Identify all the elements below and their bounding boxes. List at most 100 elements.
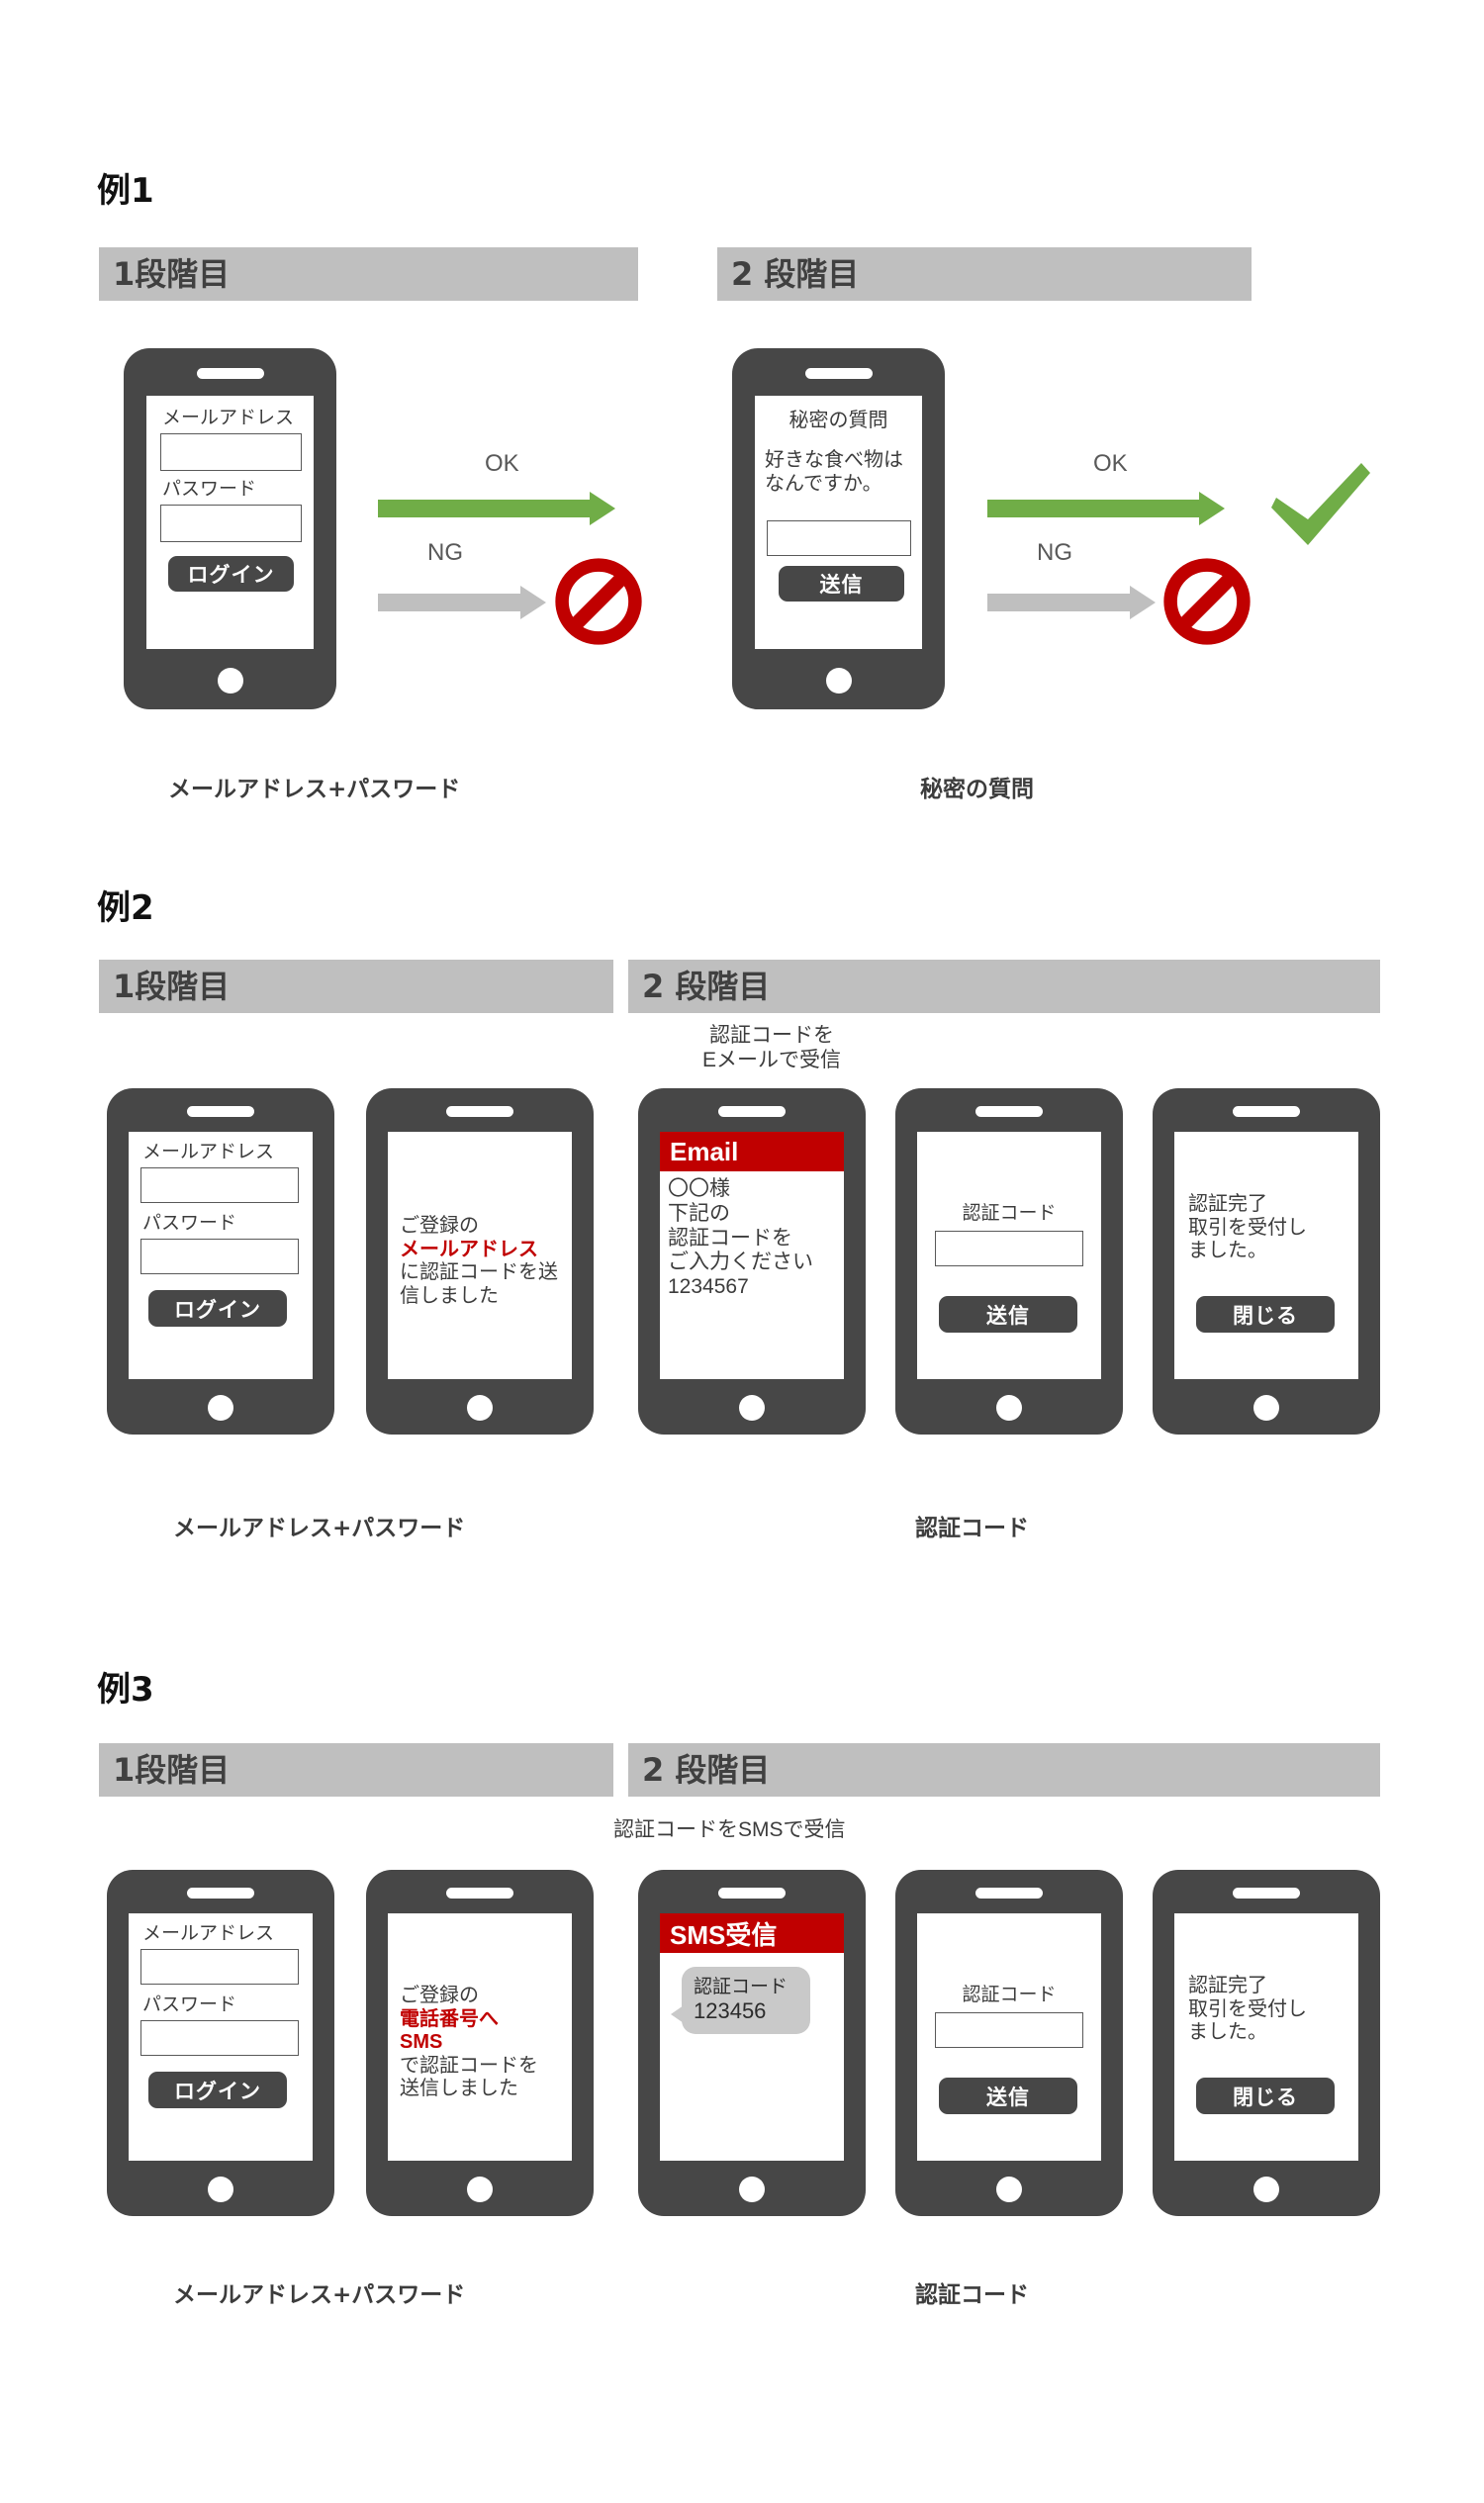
ex2-notice-screen: ご登録の メールアドレス に認証コードを送 信しました	[388, 1132, 572, 1379]
home-button-icon[interactable]	[1253, 2177, 1279, 2202]
sms-header-bar: SMS受信	[660, 1913, 844, 1953]
home-button-icon[interactable]	[996, 2177, 1022, 2202]
ex2-login-screen: メールアドレス パスワード ログイン	[129, 1132, 313, 1379]
speaker-icon	[446, 1106, 513, 1117]
ex3-code-phone: 認証コード 送信	[895, 1870, 1123, 2216]
ex2-code-phone: 認証コード 送信	[895, 1088, 1123, 1435]
ex3-code-screen: 認証コード 送信	[917, 1913, 1101, 2161]
home-button-icon[interactable]	[739, 2177, 765, 2202]
ex1-stage1-bar-label: 1段階目	[113, 255, 231, 293]
home-button-icon[interactable]	[467, 2177, 493, 2202]
arrow-head-icon	[590, 492, 615, 525]
speaker-icon	[975, 1106, 1043, 1117]
ex3-done-screen: 認証完了 取引を受付し ました。 閉じる	[1174, 1913, 1358, 2161]
ex2-login-phone: メールアドレス パスワード ログイン	[107, 1088, 334, 1435]
auth-code-label: 認証コード	[962, 1203, 1057, 1224]
ex3-stage2-bar-label: 2 段階目	[642, 1751, 771, 1789]
ex3-notice-phone: ご登録の 電話番号へ SMS で認証コードを 送信しました	[366, 1870, 594, 2216]
ex1-no-entry-icon-2	[1162, 557, 1252, 651]
ex3-notice-text: ご登録の 電話番号へ SMS で認証コードを 送信しました	[400, 1985, 538, 2101]
ex2-stage2-note: 認証コードを Eメールで受信	[701, 1024, 841, 1071]
password-input[interactable]	[140, 1239, 299, 1274]
close-button[interactable]: 閉じる	[1196, 2078, 1335, 2114]
arrow-shaft	[987, 500, 1199, 517]
notice-line-2-highlight: メールアドレス	[400, 1238, 538, 1260]
email-input[interactable]	[140, 1167, 299, 1203]
ex3-login-phone: メールアドレス パスワード ログイン	[107, 1870, 334, 2216]
arrow-shaft	[378, 594, 520, 611]
home-button-icon[interactable]	[208, 1395, 233, 1421]
ex2-stage2-bar: 2 段階目	[628, 960, 1380, 1013]
submit-button[interactable]: 送信	[779, 566, 904, 602]
home-button-icon[interactable]	[208, 2177, 233, 2202]
ex2-notice-text: ご登録の メールアドレス に認証コードを送 信しました	[400, 1215, 558, 1308]
speaker-icon	[975, 1888, 1043, 1899]
home-button-icon[interactable]	[217, 668, 243, 694]
secret-question-title: 秘密の質問	[788, 410, 888, 431]
done-text: 認証完了 取引を受付し ました。	[1188, 1975, 1307, 2044]
speaker-icon	[1233, 1106, 1300, 1117]
speaker-icon	[187, 1106, 254, 1117]
arrow-head-icon	[1199, 492, 1225, 525]
ex3-login-screen: メールアドレス パスワード ログイン	[129, 1913, 313, 2161]
email-label: メールアドレス	[142, 1923, 275, 1944]
password-label: パスワード	[162, 479, 257, 500]
arrow-shaft	[378, 500, 590, 517]
home-button-icon[interactable]	[467, 1395, 493, 1421]
ex2-email-phone: Email 〇〇様 下記の 認証コードを ご入力ください 1234567	[638, 1088, 866, 1435]
password-label: パスワード	[142, 1994, 237, 2015]
auth-code-input[interactable]	[935, 2012, 1083, 2048]
submit-button[interactable]: 送信	[939, 2078, 1077, 2114]
sms-bubble-label: 認証コード	[694, 1977, 788, 1997]
login-button[interactable]: ログイン	[168, 556, 294, 592]
ex3-notice-screen: ご登録の 電話番号へ SMS で認証コードを 送信しました	[388, 1913, 572, 2161]
login-button[interactable]: ログイン	[148, 2072, 287, 2108]
email-input[interactable]	[160, 433, 302, 471]
ex3-done-phone: 認証完了 取引を受付し ました。 閉じる	[1153, 1870, 1380, 2216]
email-header-bar: Email	[660, 1132, 844, 1171]
arrow-head-icon	[1130, 586, 1156, 619]
speaker-icon	[718, 1106, 786, 1117]
speaker-icon	[446, 1888, 513, 1899]
auth-code-input[interactable]	[935, 1231, 1083, 1266]
notice-line-3: に認証コードを送	[400, 1261, 558, 1284]
submit-button[interactable]: 送信	[939, 1296, 1077, 1333]
login-button[interactable]: ログイン	[148, 1290, 287, 1327]
home-button-icon[interactable]	[825, 668, 852, 694]
password-label: パスワード	[142, 1213, 237, 1234]
speaker-icon	[187, 1888, 254, 1899]
example-3-title: 例3	[97, 1670, 154, 1710]
ex1-stage2-bar: 2 段階目	[717, 247, 1252, 301]
speaker-icon	[1233, 1888, 1300, 1899]
ex2-stage1-bar-label: 1段階目	[113, 968, 231, 1005]
speaker-icon	[718, 1888, 786, 1899]
ex3-sms-phone: SMS受信 認証コード 123456	[638, 1870, 866, 2216]
ex1-ng-label-1: NG	[427, 539, 463, 566]
ex1-ok-label-2: OK	[1093, 450, 1128, 477]
password-input[interactable]	[140, 2020, 299, 2056]
ex1-login-phone: メールアドレス パスワード ログイン	[124, 348, 336, 709]
sms-bubble-code: 123456	[694, 1998, 767, 2024]
arrow-shaft	[987, 594, 1130, 611]
email-input[interactable]	[140, 1949, 299, 1985]
ex3-stage1-bar-label: 1段階目	[113, 1751, 231, 1789]
ex3-stage2-note: 認証コードをSMSで受信	[613, 1818, 846, 1841]
example-2-title: 例2	[97, 888, 154, 928]
ex2-stage1-caption: メールアドレス+パスワード	[173, 1516, 466, 1541]
home-button-icon[interactable]	[739, 1395, 765, 1421]
close-button[interactable]: 閉じる	[1196, 1296, 1335, 1333]
password-input[interactable]	[160, 505, 302, 542]
ex2-email-screen: Email 〇〇様 下記の 認証コードを ご入力ください 1234567	[660, 1132, 844, 1379]
ex2-done-screen: 認証完了 取引を受付し ました。 閉じる	[1174, 1132, 1358, 1379]
home-button-icon[interactable]	[996, 1395, 1022, 1421]
ex1-secret-question-phone: 秘密の質問 好きな食べ物は なんですか。 送信	[732, 348, 945, 709]
ex1-ok-label-1: OK	[485, 450, 519, 477]
ex2-stage1-bar: 1段階目	[99, 960, 613, 1013]
secret-answer-input[interactable]	[767, 520, 911, 556]
email-body-text: 〇〇様 下記の 認証コードを ご入力ください 1234567	[668, 1177, 813, 1299]
ex3-sms-screen: SMS受信 認証コード 123456	[660, 1913, 844, 2161]
email-label: メールアドレス	[162, 408, 295, 428]
home-button-icon[interactable]	[1253, 1395, 1279, 1421]
notice-line-2-highlight: 電話番号へ	[400, 2007, 499, 2030]
